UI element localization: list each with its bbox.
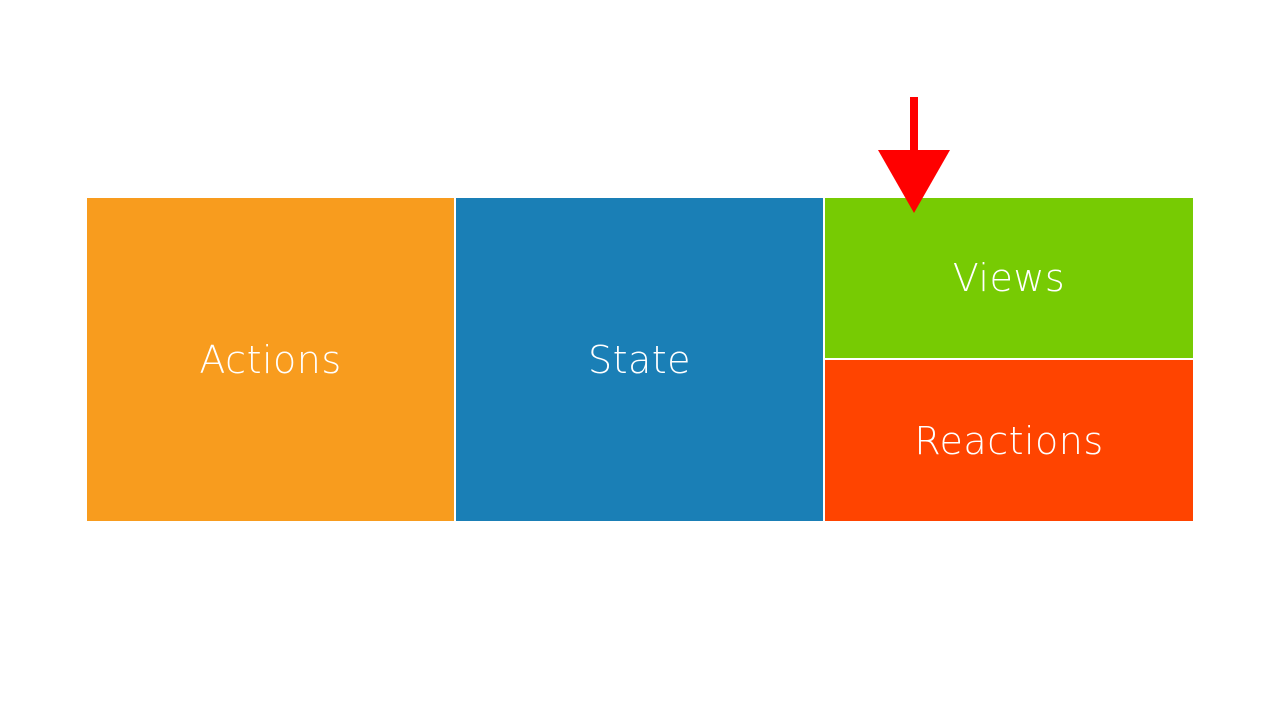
reactions-block: Reactions bbox=[825, 360, 1193, 521]
views-block: Views bbox=[825, 198, 1193, 358]
actions-label: Actions bbox=[199, 337, 342, 382]
state-label: State bbox=[587, 337, 692, 382]
state-block: State bbox=[456, 198, 823, 521]
arrow-shaft bbox=[910, 97, 918, 153]
actions-block: Actions bbox=[87, 198, 454, 521]
views-label: Views bbox=[952, 256, 1066, 300]
reactions-label: Reactions bbox=[914, 418, 1104, 463]
